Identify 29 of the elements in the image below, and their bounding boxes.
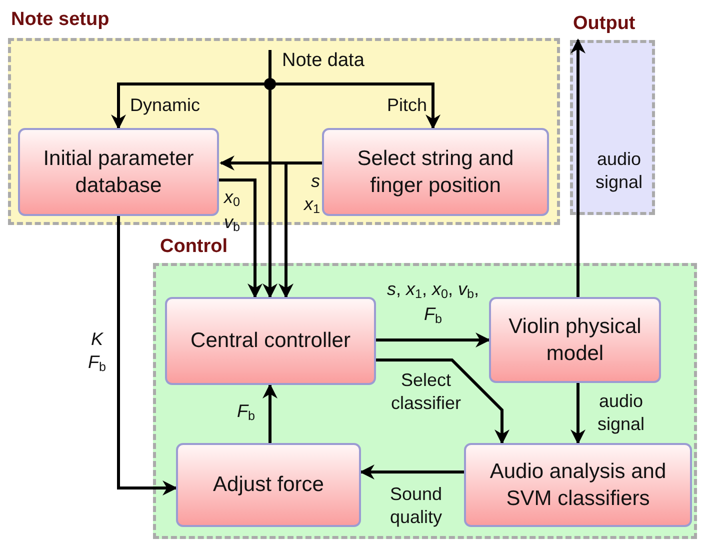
edge-label: s x$_{1}$ xyxy=(302,170,320,218)
arrow xyxy=(360,464,464,480)
arrow xyxy=(570,38,586,297)
group-title: Control xyxy=(160,236,228,258)
edge-label: Sound quality xyxy=(388,483,444,528)
edge-label: x$_{0}$ v$_{b}$ xyxy=(224,186,242,236)
edge-label: audio signal xyxy=(594,148,644,193)
edge-label: Pitch xyxy=(386,94,427,116)
arrow xyxy=(262,384,278,443)
group-title: Output xyxy=(573,13,636,35)
arrow xyxy=(117,216,178,496)
process-box: Violin physical model xyxy=(489,297,661,383)
process-box: Initial parameter database xyxy=(18,128,219,216)
arrow xyxy=(376,332,490,348)
process-box: Select string and finger position xyxy=(322,128,549,216)
input-label: Note data xyxy=(262,50,392,76)
process-box: Central controller xyxy=(165,297,376,385)
edge-label: s, x$_{1}$, x$_{0}$, v$_{b}$, F$_{b}$ xyxy=(386,278,480,328)
edge-label: audio signal xyxy=(596,390,646,435)
process-box: Adjust force xyxy=(176,443,361,527)
edge-label: Dynamic xyxy=(130,94,202,116)
edge-label: F$_{b}$ xyxy=(236,400,256,425)
process-box: Audio analysis and SVM classifiers xyxy=(464,443,692,527)
edge-label: Select classifier xyxy=(390,369,462,414)
arrow xyxy=(376,358,510,444)
group-title: Note setup xyxy=(11,9,110,31)
arrow xyxy=(570,383,586,444)
arrow xyxy=(219,178,262,298)
edge-label: K F$_{b}$ xyxy=(86,328,107,376)
